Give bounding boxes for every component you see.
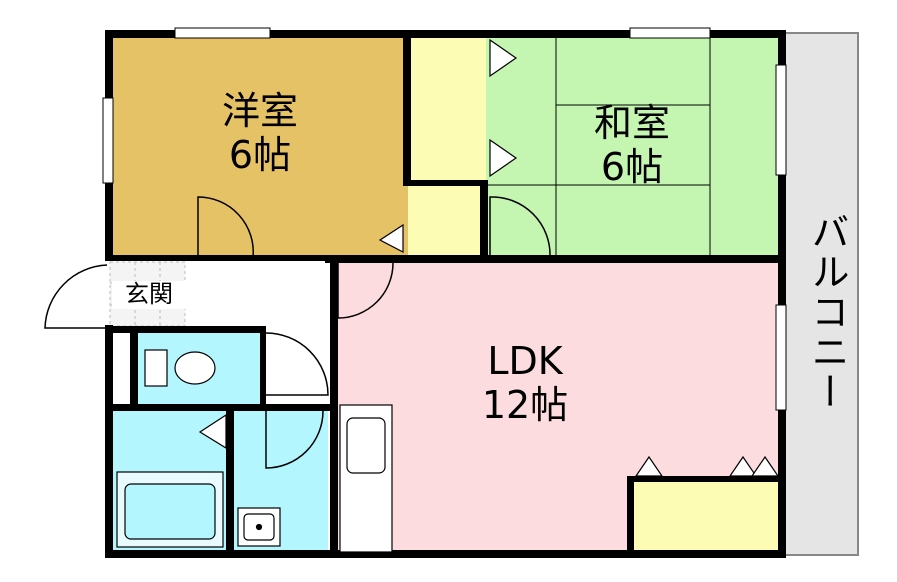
ldk-label: LDK 12帖 <box>450 339 600 427</box>
ldk-size: 12帖 <box>481 382 569 427</box>
storage-bottom-right <box>632 480 780 552</box>
closet-lower <box>408 185 486 257</box>
windows <box>102 27 787 411</box>
japanese-room-name: 和室 <box>593 101 670 145</box>
balcony-area <box>784 32 859 556</box>
washbasin <box>237 507 281 547</box>
closet-upper <box>408 35 486 185</box>
japanese-room-label: 和室 6帖 <box>562 101 702 189</box>
closet-doors <box>198 38 780 477</box>
kitchen-counter <box>339 404 393 553</box>
door-swings <box>44 196 551 469</box>
western-room <box>110 35 408 257</box>
western-room-size: 6帖 <box>228 132 292 177</box>
ldk-name: LDK <box>487 339 563 383</box>
balcony-label: バルコニー <box>805 212 849 412</box>
western-room-name: 洋室 <box>221 89 298 133</box>
entrance-label: 玄関 <box>112 280 186 309</box>
toilet-fixture <box>144 349 216 387</box>
bathtub <box>116 471 224 548</box>
western-room-label: 洋室 6帖 <box>190 89 330 177</box>
entrance-name: 玄関 <box>125 280 173 308</box>
tatami-lines <box>486 35 711 257</box>
japanese-room-size: 6帖 <box>600 144 664 189</box>
japanese-room <box>486 35 780 257</box>
